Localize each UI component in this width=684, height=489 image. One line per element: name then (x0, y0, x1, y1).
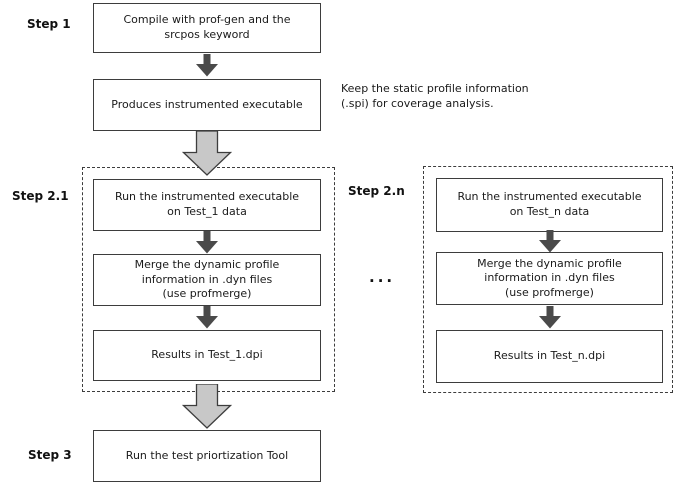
down-arrow-icon (538, 230, 562, 253)
merge-test1-box: Merge the dynamic profile information in… (93, 254, 321, 306)
compile-box: Compile with prof-gen and the srcpos key… (93, 3, 321, 53)
ellipsis: ... (369, 268, 396, 286)
big-down-arrow-icon (181, 130, 233, 176)
step-2-1-label: Step 2.1 (12, 189, 69, 203)
merge-testn-box: Merge the dynamic profile information in… (436, 252, 663, 305)
run-tool-box: Run the test priortization Tool (93, 430, 321, 482)
down-arrow-icon (195, 54, 219, 77)
step-2-n-label: Step 2.n (348, 184, 405, 198)
results-testn-box: Results in Test_n.dpi (436, 330, 663, 383)
step-2-n-group-border (423, 166, 673, 393)
step-3-label: Step 3 (28, 448, 72, 462)
down-arrow-icon (538, 306, 562, 329)
results-test1-box: Results in Test_1.dpi (93, 330, 321, 381)
spi-note: Keep the static profile information (.sp… (341, 82, 529, 110)
run-test1-box: Run the instrumented executable on Test_… (93, 179, 321, 231)
step-1-label: Step 1 (27, 17, 71, 31)
down-arrow-icon (195, 306, 219, 329)
down-arrow-icon (195, 231, 219, 254)
big-down-arrow-icon (181, 383, 233, 429)
run-testn-box: Run the instrumented executable on Test_… (436, 178, 663, 232)
produces-executable-box: Produces instrumented executable (93, 79, 321, 131)
